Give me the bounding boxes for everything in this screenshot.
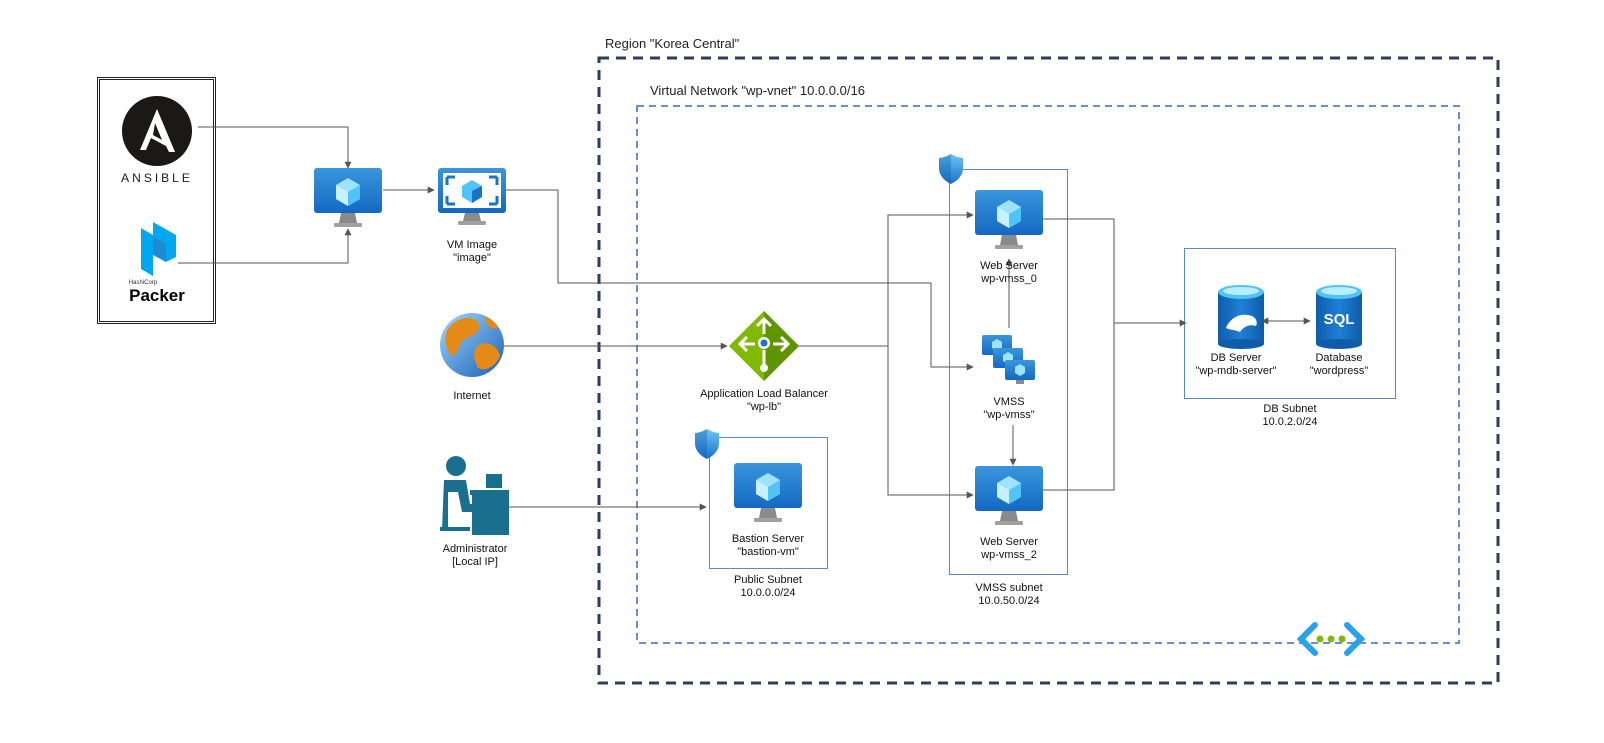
tools-box-outer	[97, 77, 216, 324]
edge-ansible-to-builder	[198, 126, 352, 169]
web-server-0-icon	[975, 190, 1043, 249]
public-subnet-box	[709, 437, 828, 569]
edge-lb-to-web0	[887, 211, 974, 346]
vm-image-icon	[438, 168, 506, 225]
edge-lb-to-web2	[887, 346, 974, 499]
database-label: Database"wordpress"	[1309, 352, 1369, 377]
tools-box-inner	[99, 79, 214, 322]
packer-vendor-text: HashiCorp	[128, 280, 158, 286]
edge-web0-to-db	[1043, 218, 1115, 323]
internet-label: Internet	[453, 390, 491, 402]
packer-wordmark: Packer	[129, 286, 185, 305]
internet-globe-icon	[440, 313, 504, 377]
bastion-server-icon	[734, 463, 802, 522]
packer-logo-icon	[141, 222, 176, 276]
vmss-icon	[982, 335, 1035, 384]
vmss-nsg-shield-icon	[939, 154, 963, 184]
vnet-label: Virtual Network "wp-vnet" 10.0.0.0/16	[650, 83, 865, 98]
connectors	[178, 126, 1311, 511]
db-server-label: DB Server"wp-mdb-server"	[1195, 352, 1277, 377]
edge-image-to-vmss	[506, 189, 974, 371]
ansible-logo-icon	[122, 96, 192, 166]
region-label: Region "Korea Central"	[605, 36, 740, 51]
bastion-server-label: Bastion Server"bastion-vm"	[731, 533, 805, 558]
public-nsg-shield-icon	[695, 429, 719, 459]
vmss-label: VMSS"wp-vmss"	[983, 396, 1035, 421]
administrator-label: Administrator[Local IP]	[442, 543, 508, 568]
database-icon-label: SQL	[1324, 311, 1355, 328]
db-server-icon	[1218, 285, 1264, 349]
database-icon: SQL	[1316, 285, 1362, 349]
load-balancer-label: Application Load Balancer"wp-lb"	[700, 388, 828, 413]
vnet-boundary	[636, 105, 1460, 644]
web-server-2-icon	[975, 466, 1043, 525]
edge-web2-to-db	[1043, 323, 1115, 491]
region-boundary	[597, 56, 1500, 685]
vm-image-label: VM Image"image"	[446, 239, 498, 264]
edge-packer-to-builder	[178, 228, 352, 264]
virtual-network-icon	[1296, 622, 1366, 656]
builder-vm-icon	[314, 168, 382, 227]
vmss-subnet-box	[949, 169, 1068, 575]
ansible-wordmark: ANSIBLE	[121, 171, 193, 185]
administrator-icon	[440, 456, 509, 535]
load-balancer-icon	[729, 311, 799, 381]
